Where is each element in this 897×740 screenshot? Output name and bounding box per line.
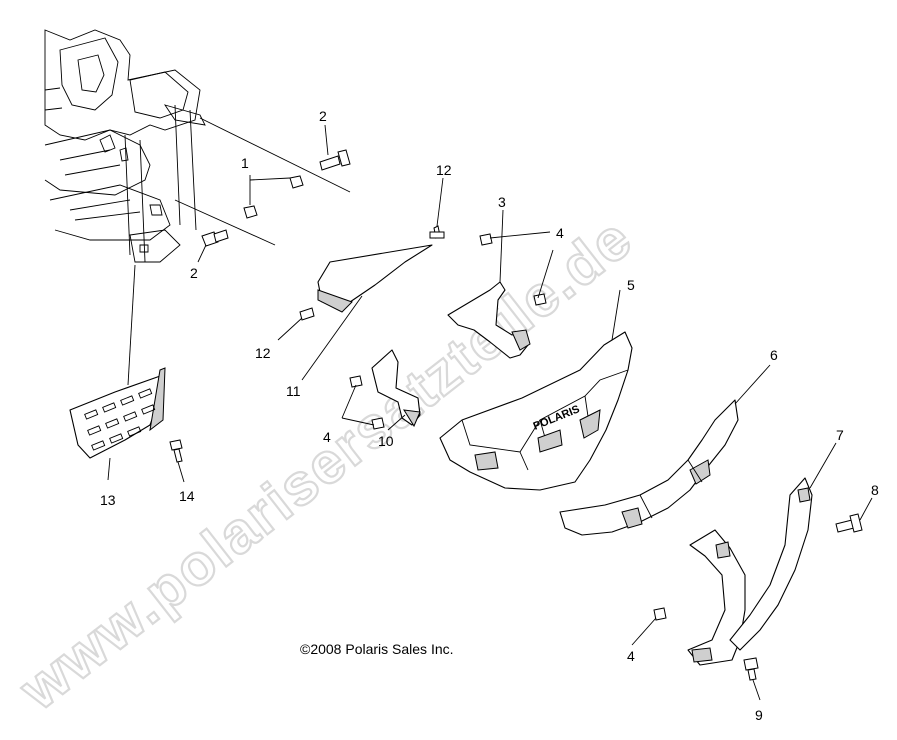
bumper-extension: [559, 399, 739, 536]
bracket-10: [371, 349, 421, 428]
callout-12-lower: 12: [255, 345, 271, 361]
front-bumper: POLARIS: [439, 331, 633, 491]
skid-plate: [69, 367, 166, 459]
nut-4-upper: [479, 233, 493, 246]
callout-14: 14: [179, 488, 195, 504]
nut-4-mid: [371, 417, 385, 430]
bracket-3: [447, 281, 531, 359]
nut-4-left: [349, 375, 363, 388]
callout-5: 5: [627, 277, 635, 293]
callout-6: 6: [770, 347, 778, 363]
nut-4-right: [533, 293, 547, 306]
vehicle-frame: [44, 29, 206, 263]
callout-4-upper: 4: [556, 225, 564, 241]
leader-lines: [107, 124, 873, 701]
callouts: 1 2 2 3 4 4 4 5 6 7 8 9 10 11 12 12 13 1…: [100, 108, 879, 723]
callout-4-left: 4: [323, 429, 331, 445]
callout-2-upper: 2: [319, 108, 327, 124]
bolt-2-upper: [319, 149, 351, 171]
callout-3: 3: [498, 194, 506, 210]
nut-1: [243, 175, 304, 219]
bolt-9: [743, 657, 759, 681]
bolt-2-lower: [201, 229, 229, 247]
callout-8: 8: [871, 482, 879, 498]
callout-11: 11: [286, 383, 301, 399]
callout-7: 7: [836, 427, 844, 443]
callout-2-lower: 2: [190, 265, 198, 281]
callout-13: 13: [100, 492, 116, 508]
callout-10: 10: [378, 433, 394, 449]
screw-12-lower: [299, 307, 315, 321]
nut-4-bottom: [653, 607, 667, 621]
callout-12-upper: 12: [436, 162, 452, 178]
copyright-notice: ©2008 Polaris Sales Inc.: [300, 641, 454, 657]
callout-1: 1: [241, 155, 249, 171]
bolt-8: [835, 513, 863, 533]
callout-4-bottom: 4: [627, 648, 635, 664]
heat-shield: [317, 244, 433, 313]
side-guard: [687, 477, 813, 666]
screw-12-upper: [429, 225, 445, 239]
bolt-14: [169, 439, 183, 463]
callout-9: 9: [755, 707, 763, 723]
